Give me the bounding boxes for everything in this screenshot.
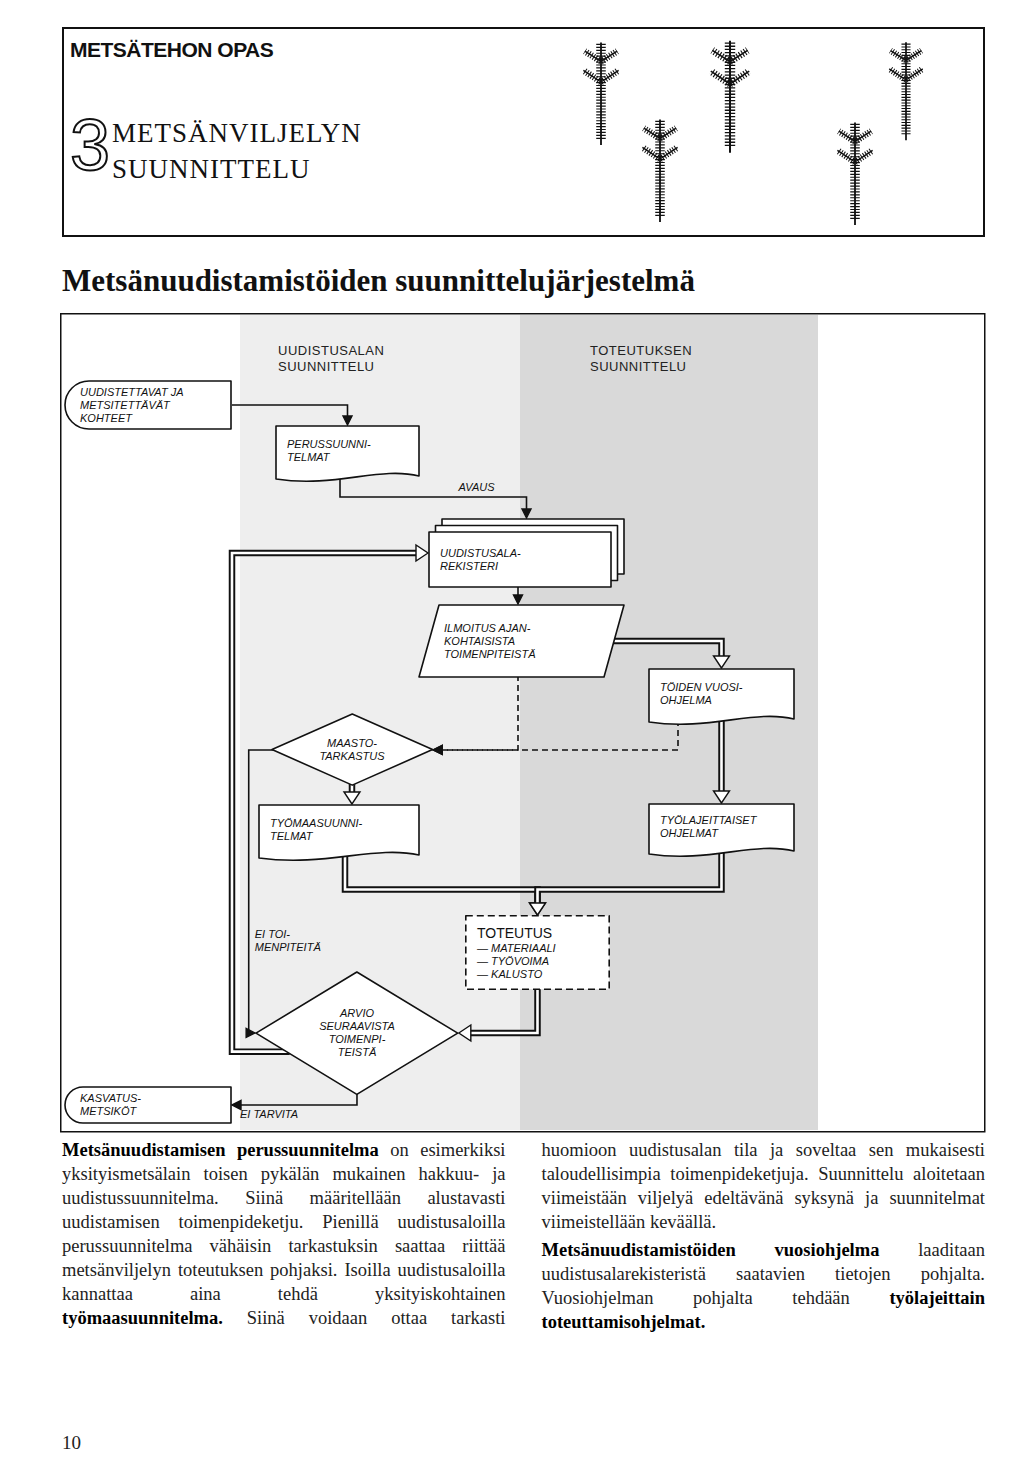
- node-text: ARVIO SEURAAVISTA TOIMENPI- TEISTÄ: [312, 1007, 402, 1059]
- node-text: UUDISTETTAVAT JA METSITETTÄVÄT KOHTEET: [80, 386, 220, 425]
- body-run: on esimerkiksi yksityismetsälain toisen …: [62, 1140, 506, 1304]
- node-text-group: TÖIDEN VUOSI- OHJELMA: [660, 681, 772, 707]
- band-heading: TOTEUTUKSEN SUUNNITTELU: [590, 343, 725, 375]
- document-box: PERUSSUUNNI- TELMAT: [275, 425, 420, 485]
- document-box: TÖIDEN VUOSI- OHJELMA: [648, 668, 795, 728]
- node-text-group: TOTEUTUKSEN SUUNNITTELU: [590, 343, 818, 375]
- document-box: TYÖMAASUUNNI- TELMAT: [258, 804, 420, 864]
- node-text-group: TYÖLAJEITTAISET OHJELMAT: [660, 814, 785, 840]
- node-text: TYÖMAASUUNNI- TELMAT: [270, 817, 395, 843]
- decision-diamond: ARVIO SEURAAVISTA TOIMENPI- TEISTÄ: [255, 971, 459, 1095]
- guide-title: METSÄNVILJELYN SUUNNITTELU: [112, 115, 472, 187]
- register-stack: UUDISTUSALA- REKISTERI: [428, 518, 625, 588]
- node-text: KASVATUS- METSIKÖT: [80, 1092, 160, 1118]
- band-region: UUDISTUSALAN SUUNNITTELU PERUSSUUNNI- TEL…: [240, 315, 520, 1130]
- spruce-sprig: [583, 42, 618, 145]
- body-text: Metsänuudistamisen perussuunnitelma on e…: [62, 1138, 985, 1334]
- node-text-group: KASVATUS- METSIKÖT: [80, 1092, 160, 1118]
- terminal-box: KASVATUS- METSIKÖT: [64, 1086, 232, 1124]
- edge-label: EI TOI- MENPITEITÄ: [255, 928, 333, 954]
- spruce-sprig: [642, 119, 677, 222]
- io-parallelogram: ILMOITUS AJAN- KOHTAISISTA TOIMENPITEIST…: [418, 604, 625, 678]
- node-text-group: ARVIO SEURAAVISTA TOIMENPI- TEISTÄ: [312, 1007, 402, 1059]
- node-text: UUDISTUSALA- REKISTERI: [440, 547, 555, 573]
- diagram-title: Metsänuudistamistöiden suunnittelujärjes…: [62, 262, 695, 300]
- bold-term: Metsänuudistamistöiden vuosiohjelma: [542, 1240, 880, 1260]
- dashed-process-box: TOTEUTUS— MATERIAALI— TYÖVOIMA— KALUSTO: [465, 915, 610, 990]
- header-box: METSÄTEHON OPAS 3 METSÄNVILJELYN SUUNNIT…: [62, 27, 985, 237]
- node-text: ILMOITUS AJAN- KOHTAISISTA TOIMENPITEIST…: [444, 622, 562, 661]
- spruce-sprig: [711, 41, 749, 153]
- band-region: TOTEUTUKSEN SUUNNITTELU TÖIDEN VUOSI- OHJ…: [520, 315, 818, 1130]
- node-text-group: UUDISTUSALA- REKISTERI: [440, 547, 555, 573]
- decision-diamond: MAASTO- TARKASTUS: [271, 713, 434, 786]
- node-text-group: ILMOITUS AJAN- KOHTAISISTA TOIMENPITEIST…: [444, 622, 562, 661]
- page-number: 10: [62, 1432, 81, 1454]
- guide-number: 3: [70, 107, 110, 183]
- node-text: — KALUSTO: [477, 968, 556, 981]
- node-text-group: MAASTO- TARKASTUS: [311, 737, 393, 763]
- series-name: METSÄTEHON OPAS: [70, 37, 273, 63]
- node-text: — MATERIAALI: [477, 942, 556, 955]
- paragraph: Metsänuudistamistöiden vuosiohjelma laad…: [542, 1238, 986, 1334]
- node-text: — TYÖVOIMA: [477, 955, 556, 968]
- node-text: TOTEUTUS: [477, 925, 556, 942]
- terminal-box: UUDISTETTAVAT JA METSITETTÄVÄT KOHTEET: [64, 380, 232, 430]
- node-text: MAASTO- TARKASTUS: [311, 737, 393, 763]
- node-text-group: PERUSSUUNNI- TELMAT: [287, 438, 397, 464]
- node-text: PERUSSUUNNI- TELMAT: [287, 438, 397, 464]
- node-text-group: UUDISTETTAVAT JA METSITETTÄVÄT KOHTEET: [80, 386, 220, 425]
- bold-term: Metsänuudistamisen perussuunnitelma: [62, 1140, 379, 1160]
- spruce-sprig: [837, 122, 872, 225]
- node-text-group: TOTEUTUS— MATERIAALI— TYÖVOIMA— KALUSTO: [477, 925, 556, 981]
- document-box: TYÖLAJEITTAISET OHJELMAT: [648, 803, 795, 860]
- node-text-group: TYÖMAASUUNNI- TELMAT: [270, 817, 395, 843]
- edge-label: EI TARVITA: [240, 1108, 298, 1121]
- bold-term: työmaasuunnitelma.: [62, 1308, 223, 1328]
- node-text: TÖIDEN VUOSI- OHJELMA: [660, 681, 772, 707]
- spruce-sprig: [889, 42, 923, 140]
- edge-label: AVAUS: [458, 481, 494, 494]
- band-heading: UUDISTUSALAN SUUNNITTELU: [278, 343, 413, 375]
- node-text-group: UUDISTUSALAN SUUNNITTELU: [278, 343, 520, 375]
- node-text: TYÖLAJEITTAISET OHJELMAT: [660, 814, 785, 840]
- diagram-frame: [61, 314, 985, 1132]
